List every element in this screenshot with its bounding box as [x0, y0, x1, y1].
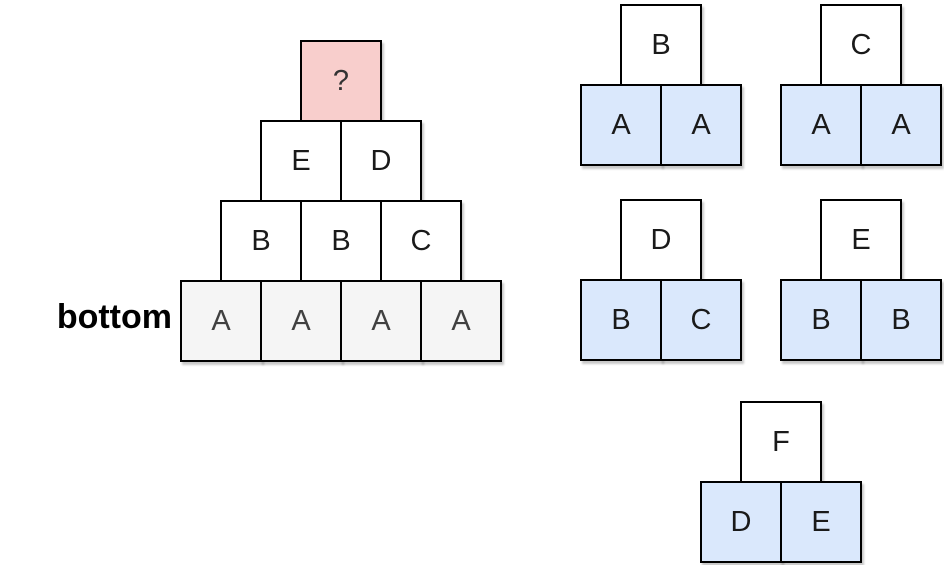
rule-base-block: A — [860, 84, 942, 166]
rule-base-block: B — [860, 279, 942, 361]
rule-base-block: A — [780, 84, 862, 166]
rule-top-block: D — [620, 199, 702, 281]
rule-base-block: A — [660, 84, 742, 166]
rule-base-block: A — [580, 84, 662, 166]
pyramid-block: D — [340, 120, 422, 202]
rule-base-block: E — [780, 481, 862, 563]
pyramid-block: E — [260, 120, 342, 202]
rule-base-block: D — [700, 481, 782, 563]
pyramid-bottom-block: A — [180, 280, 262, 362]
pyramid-block: B — [300, 200, 382, 282]
pyramid-bottom-block: A — [260, 280, 342, 362]
pyramid-block: C — [380, 200, 462, 282]
rule-top-block: F — [740, 401, 822, 483]
pyramid-bottom-block: A — [340, 280, 422, 362]
pyramid-unknown-block: ? — [300, 40, 382, 122]
rule-base-block: B — [780, 279, 862, 361]
pyramid-bottom-block: A — [420, 280, 502, 362]
rule-top-block: B — [620, 4, 702, 86]
rule-top-block: E — [820, 199, 902, 281]
bottom-row-label: bottom — [56, 298, 172, 336]
rule-base-block: C — [660, 279, 742, 361]
rule-top-block: C — [820, 4, 902, 86]
pyramid-block: B — [220, 200, 302, 282]
rule-base-block: B — [580, 279, 662, 361]
